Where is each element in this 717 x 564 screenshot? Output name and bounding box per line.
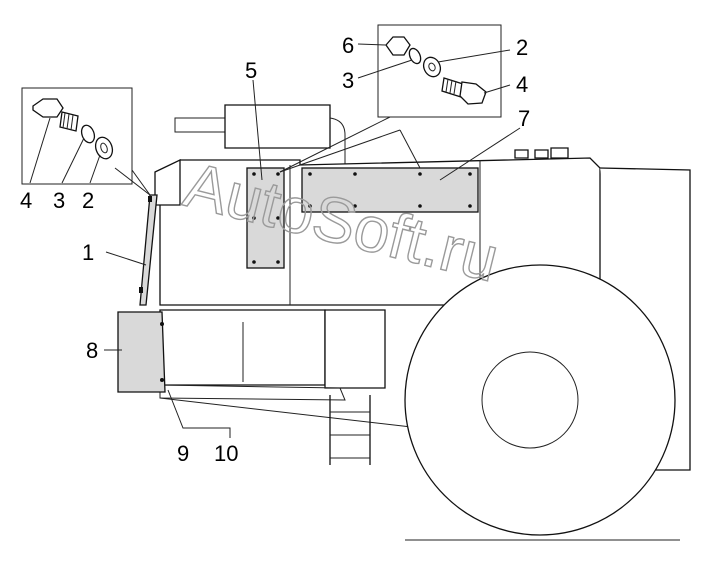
callout-fastener-b: 10: [214, 441, 238, 466]
frame-rail: [159, 384, 346, 401]
filler-cap-2: [534, 149, 549, 159]
skid-line: [159, 397, 421, 429]
battery-box: [117, 311, 166, 393]
callout-bolt-left: 4: [20, 188, 32, 213]
panel-large-bolts: [308, 172, 472, 208]
panel-small-bolts: [252, 172, 280, 264]
filler-cap-3: [550, 147, 569, 159]
callout-battery-box: 8: [86, 338, 98, 363]
flat-washer-icon: [422, 56, 442, 78]
filler-cap-1: [514, 149, 529, 159]
lock-washer-icon: [80, 124, 96, 144]
callout-flat-washer-top: 2: [516, 35, 528, 60]
muffler: [224, 104, 331, 149]
step-ladder: [329, 395, 371, 465]
panel-large: [301, 167, 479, 213]
muffler-bend: [329, 117, 346, 165]
bolt-icon: [32, 98, 64, 118]
callout-lock-washer-left: 3: [53, 188, 65, 213]
callout-leaders: [104, 79, 521, 438]
wheel-hub: [481, 351, 579, 449]
callout-labels: 4 3 2 6 2 3 4 5 7 1 8 9 10: [20, 33, 530, 466]
callout-panel-large: 7: [518, 106, 530, 131]
callout-panel-small: 5: [245, 58, 257, 83]
callout-lock-washer-top: 3: [342, 68, 354, 93]
exhaust-pipe: [174, 117, 226, 133]
lock-washer-icon: [408, 47, 422, 65]
lower-frame-mid: [324, 309, 386, 389]
side-strip: [139, 194, 158, 306]
callout-side-strip: 1: [82, 240, 94, 265]
callout-bolt-top: 4: [516, 72, 528, 97]
inset-top: [279, 24, 511, 173]
inset-left: [21, 87, 151, 196]
callout-nut-top: 6: [342, 33, 354, 58]
callout-fastener-a: 9: [177, 441, 189, 466]
nut-icon: [385, 36, 411, 56]
flat-washer-icon: [94, 136, 114, 160]
callout-flat-washer-left: 2: [82, 188, 94, 213]
bolt-icon: [459, 81, 487, 105]
front-upper-piece: [154, 158, 181, 206]
panel-small: [246, 167, 285, 269]
wheel-tire: [404, 264, 676, 536]
